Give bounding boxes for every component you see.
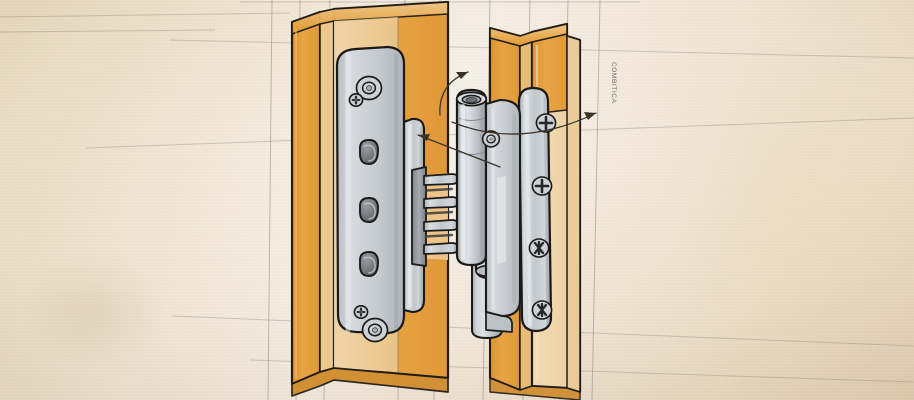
hinge-body-boss	[481, 130, 501, 148]
left-plate-arrow-head	[418, 134, 430, 141]
leaf-mounting-plate	[335, 45, 406, 343]
leaf-plate-slot-1	[359, 139, 379, 165]
frame-plate-screw-3	[528, 238, 550, 258]
leaf-plate-setscrew-bottom	[353, 304, 369, 319]
frame-plate-arrow-head	[584, 112, 596, 120]
hinge-body-arrow-head	[456, 72, 468, 79]
frame-plate-screw-4	[531, 300, 553, 320]
leaf-plate-slot-3	[359, 251, 379, 277]
hinge-knuckle-fingers	[411, 166, 459, 267]
leaf-plate-setscrew-top	[348, 93, 364, 108]
vertical-watermark-label: COMBITICA	[610, 62, 617, 104]
leaf-plate-screw-top	[355, 75, 383, 101]
leaf-plate-screw-bottom	[361, 317, 389, 343]
hinge-body	[455, 88, 522, 339]
leaf-plate-slot-2	[359, 197, 379, 223]
frame-plate-screw-2	[531, 176, 553, 196]
frame-mounting-plate	[517, 86, 557, 333]
annotation-arrows	[417, 71, 597, 168]
frame-plate-screw-1	[535, 113, 557, 133]
left-plate-arrow-line	[417, 134, 501, 168]
frame-plate-arrow-line	[451, 112, 597, 135]
